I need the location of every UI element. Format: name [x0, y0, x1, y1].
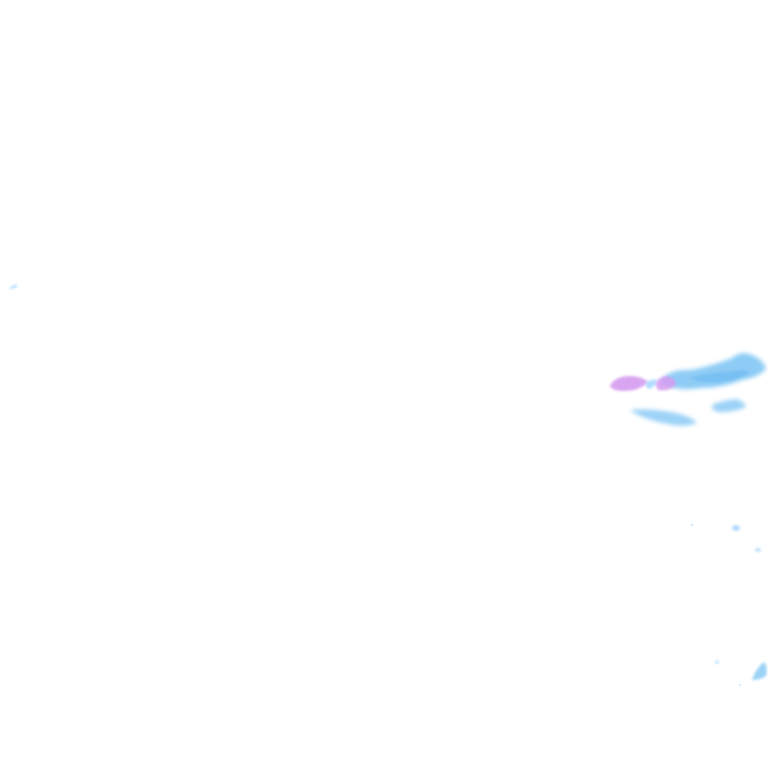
light-echo: [630, 409, 697, 426]
light-echo: [9, 284, 18, 289]
mixed-echo: [610, 376, 648, 391]
mixed-echo: [655, 376, 676, 391]
light-echo: [660, 353, 766, 390]
light-echo: [715, 660, 719, 664]
light-echo: [755, 548, 761, 552]
light-echo: [738, 684, 742, 686]
echo-cluster-west: [9, 284, 18, 289]
light-echo: [732, 525, 740, 531]
light-echo: [752, 662, 767, 680]
light-echo: [690, 370, 750, 383]
light-echo: [690, 524, 694, 526]
echo-band-east: [610, 353, 766, 426]
light-echo: [711, 399, 746, 413]
echo-scatter-southeast: [690, 524, 767, 686]
light-echo: [645, 379, 657, 389]
